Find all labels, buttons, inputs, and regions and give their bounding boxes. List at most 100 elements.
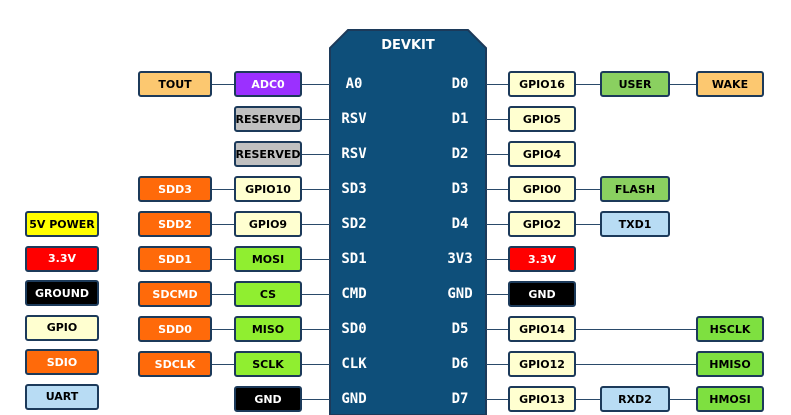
right-link-line [576, 399, 600, 400]
right-label-gpio0: GPIO0 [508, 176, 576, 202]
left-link-line [212, 329, 234, 330]
left-label-sdclk: SDCLK [138, 351, 212, 377]
left-lead-line [302, 189, 330, 190]
right-pin-d4-4: D4 [451, 216, 469, 232]
right-label-rxd2: RXD2 [600, 386, 670, 412]
left-pin-rsv-2: RSV [341, 146, 367, 162]
right-pin-d7-9: D7 [451, 391, 469, 407]
right-label-wake: WAKE [696, 71, 764, 97]
right-pin-d0-0: D0 [451, 76, 469, 92]
right-pin-d2-2: D2 [451, 146, 469, 162]
right-lead-line [486, 84, 508, 85]
right-pin-d6-8: D6 [451, 356, 469, 372]
left-label-miso: MISO [234, 316, 302, 342]
left-label-sdcmd: SDCMD [138, 281, 212, 307]
left-label-gnd: GND [234, 386, 302, 412]
right-label-gnd: GND [508, 281, 576, 307]
right-label-gpio4: GPIO4 [508, 141, 576, 167]
board-title: DEVKIT [381, 38, 435, 53]
right-label-gpio2: GPIO2 [508, 211, 576, 237]
left-lead-line [302, 119, 330, 120]
right-label-flash: FLASH [600, 176, 670, 202]
legend-label-gpio: GPIO [25, 314, 99, 341]
legend-label-ground: GROUND [25, 280, 99, 306]
right-label-gpio13: GPIO13 [508, 386, 576, 412]
left-lead-line [302, 154, 330, 155]
right-label-user: USER [600, 71, 670, 97]
left-label-gpio10: GPIO10 [234, 176, 302, 202]
right-label-gpio14: GPIO14 [508, 316, 576, 342]
right-link-line [670, 84, 696, 85]
left-label-sclk: SCLK [234, 351, 302, 377]
right-lead-line [486, 294, 508, 295]
legend-label-5v-power: 5V POWER [25, 211, 99, 237]
left-link-line [212, 224, 234, 225]
left-lead-line [302, 399, 330, 400]
right-label-gpio16: GPIO16 [508, 71, 576, 97]
board-body [329, 29, 487, 415]
right-lead-line [486, 399, 508, 400]
legend-label-sdio: SDIO [25, 349, 99, 375]
right-lead-line [486, 189, 508, 190]
right-lead-line [486, 154, 508, 155]
right-link-line [576, 364, 696, 365]
left-label-sdd0: SDD0 [138, 316, 212, 342]
legend-label-uart: UART [25, 383, 99, 410]
left-label-adc0: ADC0 [234, 71, 302, 97]
left-link-line [212, 189, 234, 190]
right-pin-d3-3: D3 [451, 181, 469, 197]
left-pin-sd0-7: SD0 [341, 321, 367, 337]
left-link-line [212, 259, 234, 260]
left-lead-line [302, 259, 330, 260]
left-lead-line [302, 329, 330, 330]
right-link-line [576, 224, 600, 225]
left-label-sdd1: SDD1 [138, 246, 212, 272]
left-label-sdd2: SDD2 [138, 211, 212, 237]
right-lead-line [486, 119, 508, 120]
right-link-line [670, 399, 696, 400]
right-pin-3v3-5: 3V3 [447, 251, 473, 267]
right-pin-d5-7: D5 [451, 321, 469, 337]
left-pin-sd2-4: SD2 [341, 216, 367, 232]
right-label-hmiso: HMISO [696, 351, 764, 377]
right-label-txd1: TXD1 [600, 211, 670, 237]
left-lead-line [302, 294, 330, 295]
left-label-sdd3: SDD3 [138, 176, 212, 202]
right-label-hsclk: HSCLK [696, 316, 764, 342]
right-label-3-3v: 3.3V [508, 246, 576, 272]
left-link-line [212, 84, 234, 85]
right-label-gpio12: GPIO12 [508, 351, 576, 377]
right-pin-d1-1: D1 [451, 111, 469, 127]
left-pin-cmd-6: CMD [341, 286, 367, 302]
right-lead-line [486, 364, 508, 365]
left-label-tout: TOUT [138, 71, 212, 97]
right-link-line [576, 329, 696, 330]
left-label-mosi: MOSI [234, 246, 302, 272]
right-link-line [576, 189, 600, 190]
left-lead-line [302, 224, 330, 225]
left-lead-line [302, 364, 330, 365]
left-pin-a0-0: A0 [345, 76, 363, 92]
left-pin-gnd-9: GND [341, 391, 367, 407]
left-label-cs: CS [234, 281, 302, 307]
left-lead-line [302, 84, 330, 85]
legend-label-3-3v: 3.3V [25, 245, 99, 272]
left-pin-sd1-5: SD1 [341, 251, 367, 267]
right-label-hmosi: HMOSI [696, 386, 764, 412]
left-pin-rsv-1: RSV [341, 111, 367, 127]
left-link-line [212, 294, 234, 295]
right-lead-line [486, 329, 508, 330]
left-label-reserved: RESERVED [234, 141, 302, 167]
right-link-line [576, 84, 600, 85]
right-lead-line [486, 259, 508, 260]
left-link-line [212, 364, 234, 365]
left-label-reserved: RESERVED [234, 106, 302, 132]
right-pin-gnd-6: GND [447, 286, 473, 302]
left-pin-sd3-3: SD3 [341, 181, 367, 197]
left-pin-clk-8: CLK [341, 356, 367, 372]
right-lead-line [486, 224, 508, 225]
left-label-gpio9: GPIO9 [234, 211, 302, 237]
right-label-gpio5: GPIO5 [508, 106, 576, 132]
